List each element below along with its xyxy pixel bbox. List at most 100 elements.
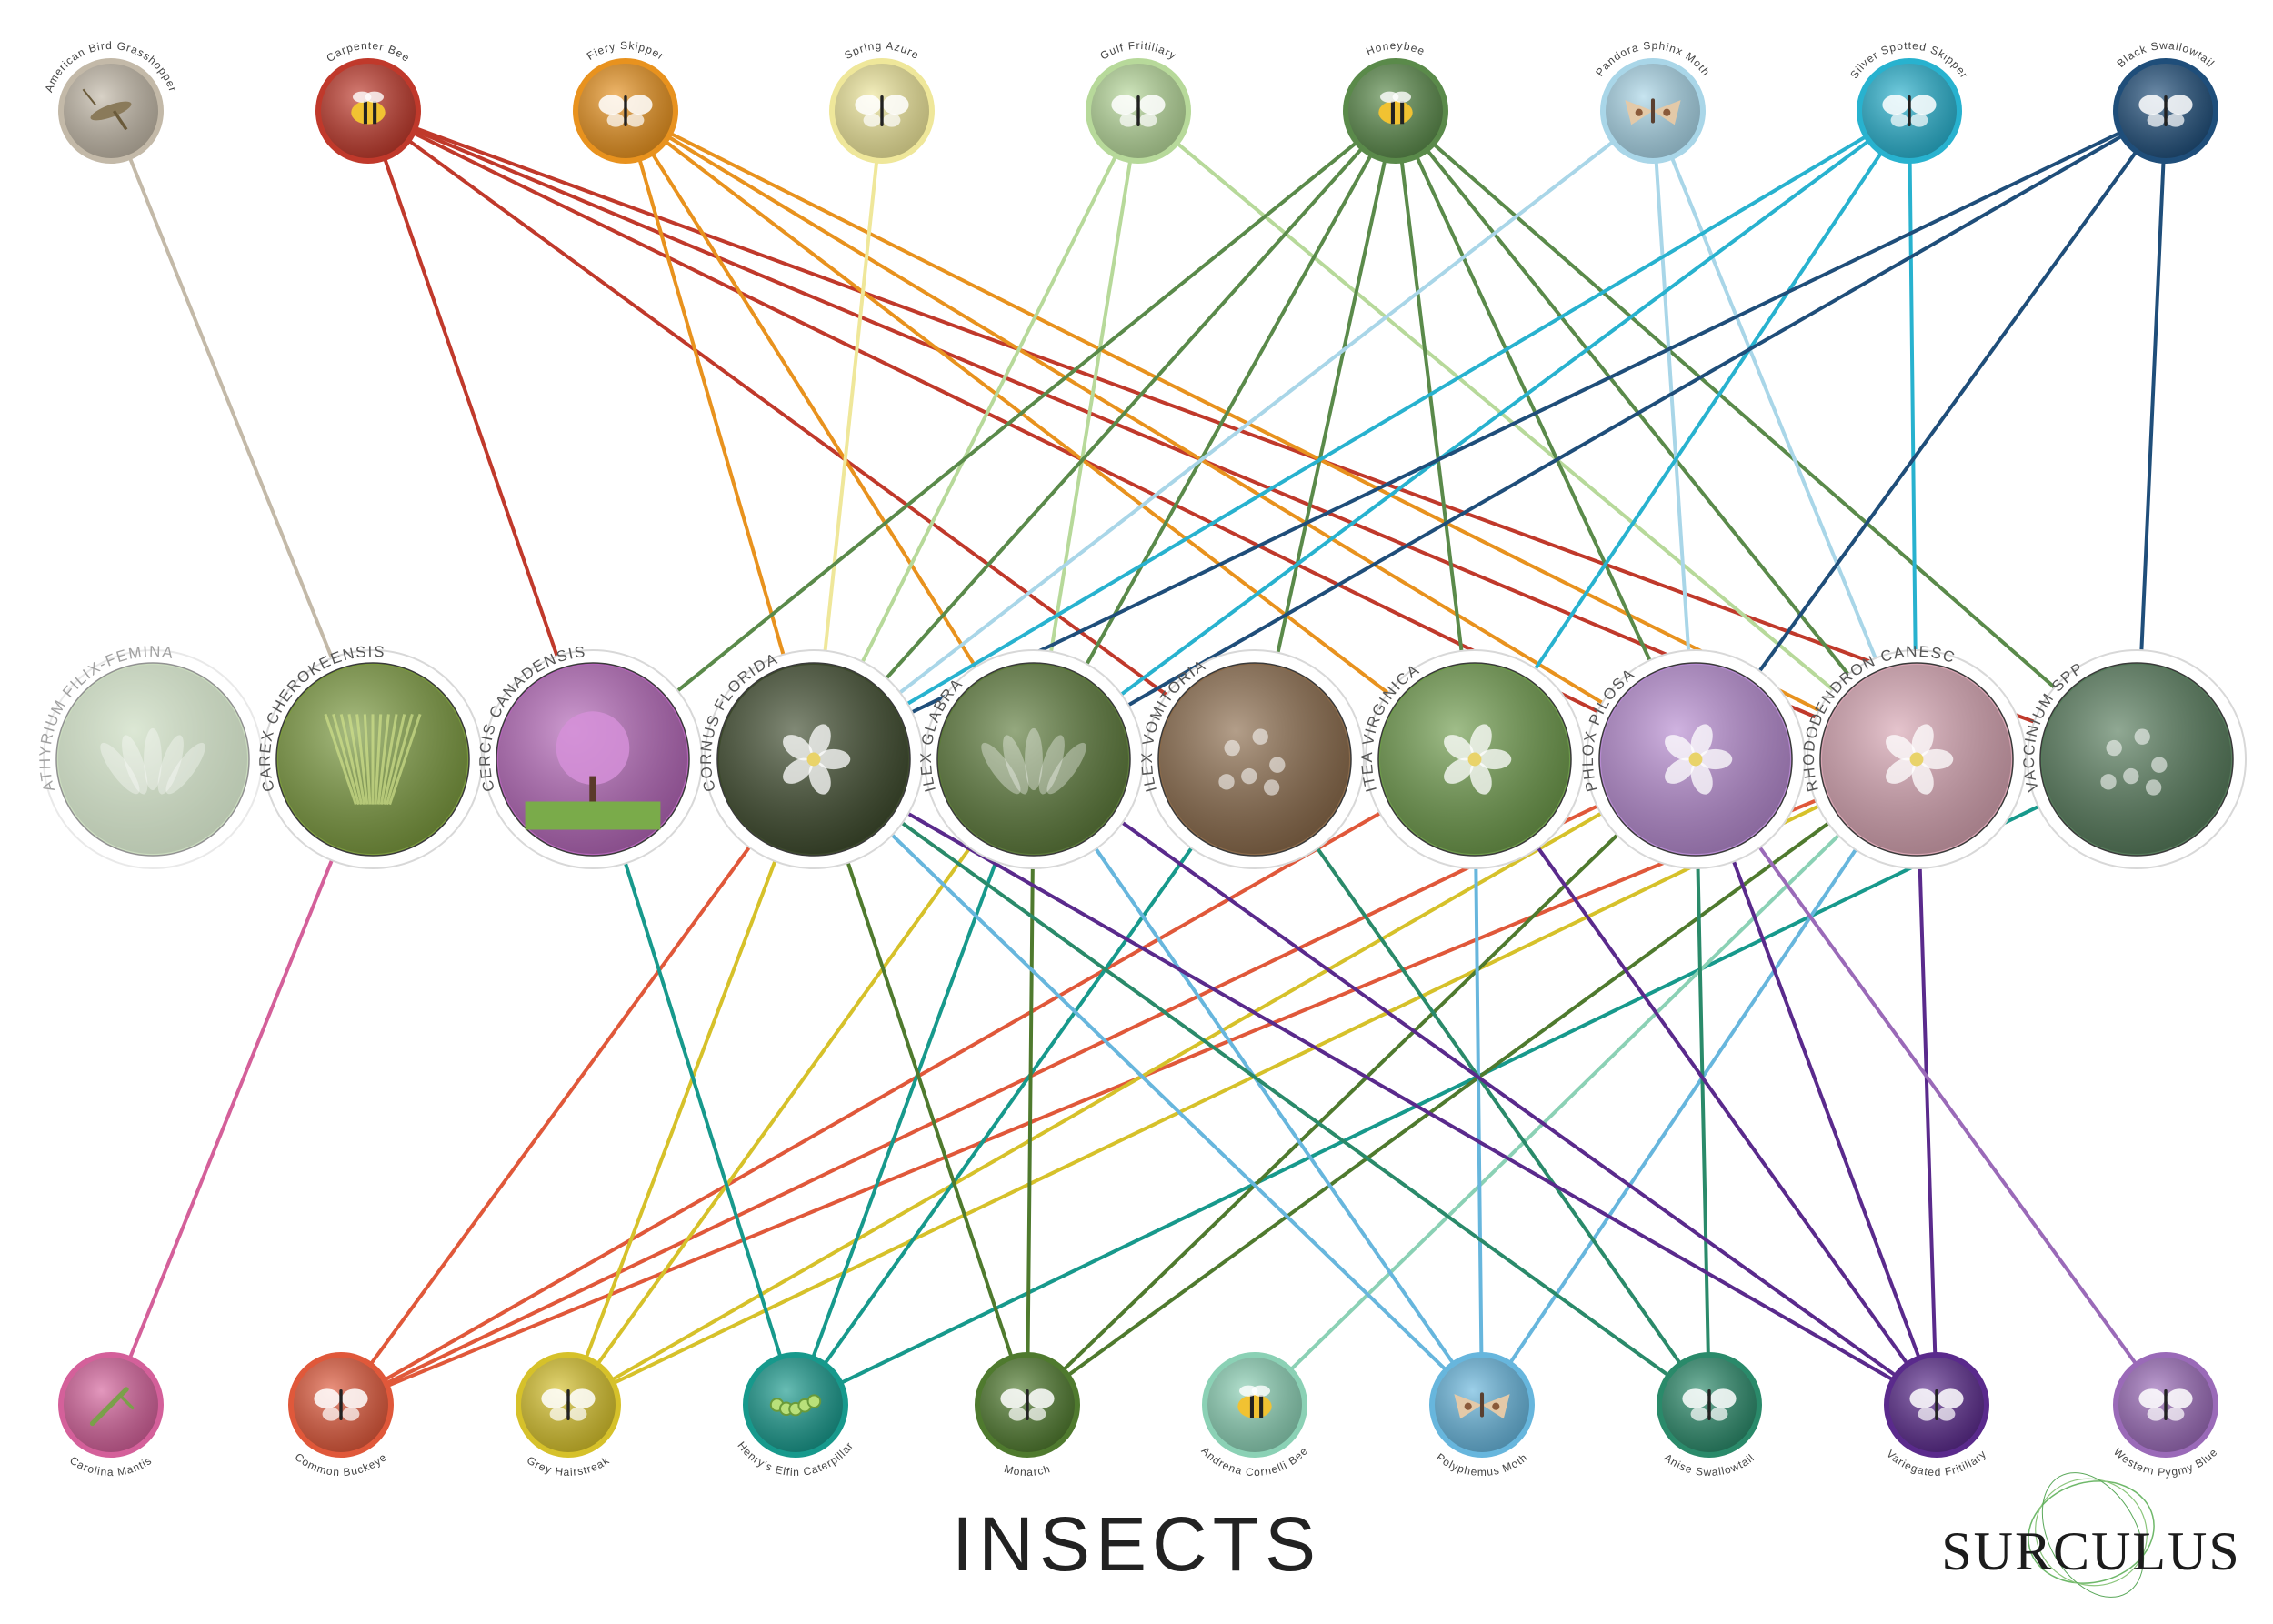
grasshopper-icon xyxy=(82,88,132,131)
link-honeybee-ilex-vomitoria xyxy=(1276,158,1387,655)
insect-node-silver-spotted-skipper[interactable]: Silver Spotted Skipper xyxy=(1847,39,1971,164)
bee-icon xyxy=(1237,1385,1272,1418)
butterfly-icon xyxy=(1000,1388,1055,1421)
insect-node-henrys-elfin[interactable]: Henry's Elfin Caterpillar xyxy=(725,1352,866,1479)
butterfly-icon xyxy=(541,1388,596,1421)
insect-label: Honeybee xyxy=(1364,39,1427,58)
link-fiery-skipper-ilex-glabra xyxy=(650,152,978,669)
link-silver-spotted-skipper-itea xyxy=(1533,151,1883,671)
link-silver-spotted-skipper-ilex-glabra xyxy=(1119,139,1870,697)
link-fiery-skipper-itea xyxy=(664,139,1390,696)
link-henrys-elfin-ilex-glabra xyxy=(811,859,998,1359)
link-honeybee-itea xyxy=(1399,159,1464,653)
link-grey-hairstreak-cornus xyxy=(584,859,777,1359)
link-monarch-phlox xyxy=(1062,833,1619,1372)
insect-node-black-swallowtail[interactable]: Black Swallowtail xyxy=(2104,39,2228,164)
flower-icon xyxy=(783,724,851,795)
flower-icon xyxy=(1665,724,1733,795)
plant-node-vaccinium[interactable]: VACCINIUM SPP xyxy=(2020,649,2247,869)
link-henrys-elfin-vaccinium xyxy=(839,805,2040,1385)
link-fiery-skipper-phlox xyxy=(666,135,1605,705)
insect-node-fiery-skipper[interactable]: Fiery Skipper xyxy=(564,39,687,164)
plant-node-cercis[interactable]: CERCIS CANADENSIS xyxy=(476,643,703,869)
plant-node-itea[interactable]: ITEA VIRGINICA xyxy=(1358,649,1585,869)
insect-node-spring-azure[interactable]: Spring Azure xyxy=(820,39,944,164)
insect-node-carpenter-bee[interactable]: Carpenter Bee xyxy=(306,39,430,164)
link-carpenter-bee-cercis xyxy=(383,156,559,658)
link-black-swallowtail-phlox xyxy=(1757,150,2138,673)
link-gulf-fritillary-cornus xyxy=(860,155,1117,664)
bee-icon xyxy=(1378,91,1413,125)
butterfly-icon xyxy=(855,95,909,127)
link-anise-swallowtail-ilex-vomitoria xyxy=(1316,847,1682,1366)
link-common-buckeye-rhododendron xyxy=(386,798,1817,1388)
butterfly-icon xyxy=(1882,95,1937,127)
link-polyphemus-cornus xyxy=(890,833,1447,1372)
link-black-swallowtail-cornus xyxy=(910,131,2122,715)
insect-node-monarch[interactable]: Monarch xyxy=(956,1352,1098,1479)
insect-node-grey-hairstreak[interactable]: Grey Hairstreak xyxy=(497,1352,639,1479)
leaf-icon xyxy=(981,727,1086,795)
connection-lines xyxy=(127,126,2166,1388)
insect-node-common-buckeye[interactable]: Common Buckeye xyxy=(270,1352,412,1479)
link-silver-spotted-skipper-rhododendron xyxy=(1908,159,1918,653)
flower-icon xyxy=(1444,724,1512,795)
bottom-insect-nodes-row: Carolina Mantis Common Buckeye Grey Hairst… xyxy=(40,1352,2237,1479)
link-carolina-mantis-carex xyxy=(128,858,334,1360)
butterfly-icon xyxy=(2138,1388,2193,1421)
berry-icon xyxy=(1218,728,1286,796)
insect-node-carolina-mantis[interactable]: Carolina Mantis xyxy=(40,1352,182,1479)
plant-node-cornus[interactable]: CORNUS FLORIDA xyxy=(697,649,924,869)
link-henrys-elfin-cercis xyxy=(623,861,783,1358)
insect-node-honeybee[interactable]: Honeybee xyxy=(1334,39,1457,164)
plant-node-ilex-vomitoria[interactable]: ILEX VOMITORIA xyxy=(1138,649,1365,869)
moth-icon xyxy=(1454,1392,1510,1419)
link-monarch-ilex-glabra xyxy=(1026,866,1035,1357)
link-polyphemus-rhododendron xyxy=(1508,847,1857,1365)
insect-node-gulf-fritillary[interactable]: Gulf Fritillary xyxy=(1076,39,1200,164)
link-variegated-fritillary-phlox xyxy=(1731,859,1921,1359)
butterfly-icon xyxy=(2138,95,2193,127)
insect-node-american-bird-grasshopper[interactable]: American Bird Grasshopper xyxy=(42,39,179,164)
link-black-swallowtail-ilex-glabra xyxy=(1126,134,2124,707)
fern-icon xyxy=(100,727,205,795)
link-anise-swallowtail-cornus xyxy=(900,821,1670,1378)
link-variegated-fritillary-rhododendron xyxy=(1918,866,1938,1357)
butterfly-icon xyxy=(1682,1388,1737,1421)
link-honeybee-ilex-glabra xyxy=(1085,153,1373,667)
butterfly-icon xyxy=(598,95,653,127)
insect-node-andrena[interactable]: Andrena Cornelli Bee xyxy=(1184,1352,1326,1479)
link-western-pygmy-blue-phlox xyxy=(1757,846,2138,1366)
tree-icon xyxy=(525,711,661,830)
brand-logo: SURCULUS xyxy=(1928,1464,2255,1600)
insect-label: Monarch xyxy=(1003,1462,1052,1479)
link-grey-hairstreak-phlox xyxy=(610,811,1603,1382)
plant-node-athyrium[interactable]: ATHYRIUM FILIX-FEMINA xyxy=(36,643,263,869)
butterfly-icon xyxy=(1111,95,1166,127)
plant-node-carex[interactable]: CAREX CHEROKEENSIS xyxy=(256,643,483,869)
insect-node-anise-swallowtail[interactable]: Anise Swallowtail xyxy=(1638,1352,1780,1479)
insect-node-variegated-fritillary[interactable]: Variegated Fritillary xyxy=(1866,1352,2008,1479)
link-pandora-sphinx-moth-rhododendron xyxy=(1670,155,1877,660)
berry-icon xyxy=(2100,728,2168,796)
mantis-icon xyxy=(89,1387,135,1427)
link-fiery-skipper-cornus xyxy=(637,157,786,657)
link-grey-hairstreak-ilex-glabra xyxy=(596,846,972,1366)
link-common-buckeye-cornus xyxy=(369,845,752,1366)
insect-node-polyphemus[interactable]: Polyphemus Moth xyxy=(1411,1352,1553,1479)
link-carpenter-bee-vaccinium xyxy=(414,126,2037,724)
link-honeybee-cercis xyxy=(676,141,1358,693)
link-polyphemus-ilex-glabra xyxy=(1094,847,1456,1366)
link-variegated-fritillary-itea xyxy=(1536,846,1909,1366)
insect-node-western-pygmy-blue[interactable]: Western Pygmy Blue xyxy=(2095,1352,2237,1479)
link-pandora-sphinx-moth-cornus xyxy=(897,140,1615,695)
moth-icon xyxy=(1625,98,1681,125)
plant-node-ilex-glabra[interactable]: ILEX GLABRA xyxy=(917,649,1144,869)
link-andrena-rhododendron xyxy=(1289,833,1841,1371)
link-carpenter-bee-ilex-vomitoria xyxy=(407,139,1169,697)
link-monarch-cornus xyxy=(846,860,1014,1358)
link-gulf-fritillary-ilex-glabra xyxy=(1049,159,1133,654)
link-variegated-fritillary-cornus xyxy=(906,811,1895,1382)
plant-node-phlox[interactable]: PHLOX PILOSA xyxy=(1579,649,1806,869)
